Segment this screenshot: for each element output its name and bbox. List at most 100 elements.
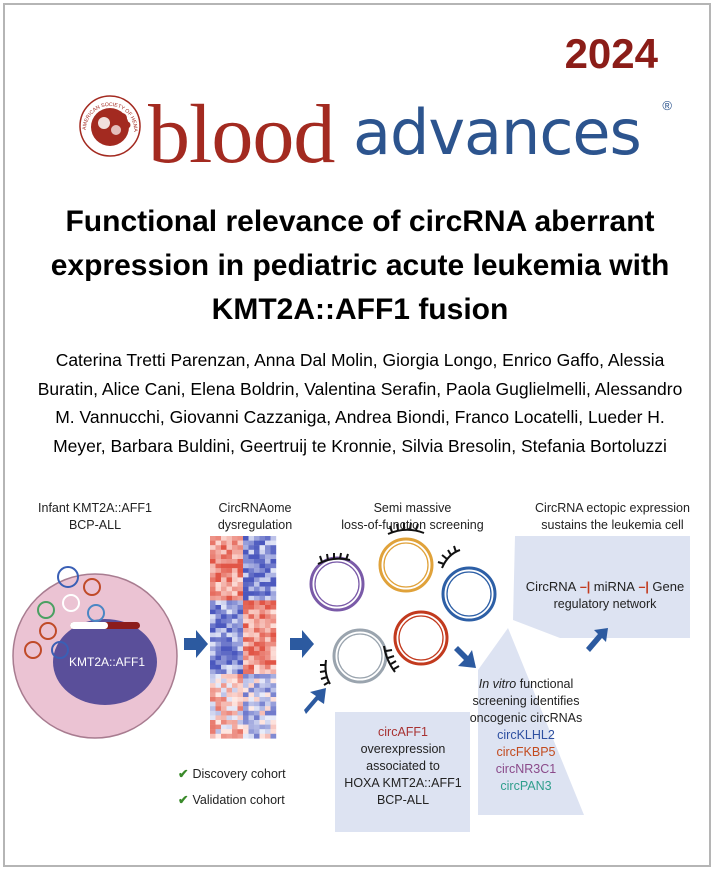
heatmap-cell bbox=[226, 715, 233, 721]
heatmap-cell bbox=[226, 632, 233, 638]
heatmap-cell bbox=[254, 586, 260, 592]
heatmap-cell bbox=[210, 632, 216, 638]
heatmap-cell bbox=[243, 692, 249, 698]
heatmap-cell bbox=[232, 724, 238, 730]
circrna-ring-grey bbox=[332, 628, 388, 684]
heatmap-cell bbox=[248, 595, 255, 601]
heatmap-cell bbox=[221, 706, 227, 711]
heatmap-cell bbox=[221, 674, 227, 679]
heatmap-cell bbox=[226, 600, 233, 606]
aff1-box-text: circAFF1 overexpression associated to HO… bbox=[337, 724, 469, 809]
heatmap-cell bbox=[237, 540, 244, 546]
aff1-line: associated to bbox=[366, 759, 440, 773]
heatmap-cell bbox=[243, 600, 249, 606]
heatmap-cell bbox=[248, 701, 255, 707]
heatmap-cell bbox=[226, 545, 233, 550]
aff1-line: overexpression bbox=[360, 742, 446, 756]
heatmap-cell bbox=[232, 545, 238, 550]
circrna-icon bbox=[83, 578, 101, 596]
heatmap-cell bbox=[243, 605, 249, 610]
heatmap-cell bbox=[226, 641, 233, 647]
heatmap-cell bbox=[259, 733, 266, 739]
heatmap-cell bbox=[226, 586, 233, 592]
heatmap-cell bbox=[265, 655, 271, 661]
heatmap-cell bbox=[221, 536, 227, 541]
circrna-icon bbox=[24, 641, 42, 659]
heatmap-cell bbox=[210, 655, 216, 661]
heatmap-cell bbox=[270, 637, 277, 642]
heatmap-cell bbox=[270, 724, 277, 730]
heatmap-cell bbox=[237, 651, 244, 656]
heatmap-cell bbox=[237, 674, 244, 679]
heatmap-cell bbox=[243, 655, 249, 661]
heatmap-cell bbox=[232, 623, 238, 629]
network-mirna: miRNA bbox=[593, 579, 635, 594]
heatmap-cell bbox=[232, 641, 238, 647]
heatmap-cell bbox=[221, 540, 227, 546]
heatmap-cell bbox=[254, 572, 260, 578]
heatmap-cell bbox=[259, 715, 266, 721]
heatmap-cell bbox=[237, 628, 244, 633]
heatmap-cell bbox=[259, 664, 266, 670]
heatmap-cell bbox=[259, 591, 266, 596]
heatmap-cell bbox=[265, 651, 271, 656]
heatmap-cell bbox=[226, 678, 233, 684]
heatmap-cell bbox=[254, 628, 260, 633]
heatmap-cell bbox=[254, 669, 260, 675]
heatmap-cell bbox=[221, 697, 227, 702]
heatmap-cell bbox=[221, 545, 227, 550]
heatmap-cell bbox=[270, 577, 277, 583]
heatmap-cell bbox=[232, 729, 238, 734]
heatmap-cell bbox=[237, 582, 244, 587]
heatmap-cell bbox=[237, 637, 244, 642]
heatmap-cell bbox=[254, 729, 260, 734]
heatmap-cell bbox=[215, 582, 222, 587]
heatmap-cell bbox=[265, 632, 271, 638]
heatmap-cell bbox=[221, 724, 227, 730]
heatmap-cell bbox=[226, 563, 233, 569]
heatmap-cell bbox=[248, 646, 255, 652]
heatmap-cell bbox=[270, 623, 277, 629]
heatmap-cell bbox=[232, 591, 238, 596]
circ-aff1-name: circAFF1 bbox=[378, 725, 428, 739]
heatmap-cell bbox=[210, 545, 216, 550]
heatmap-cell bbox=[248, 586, 255, 592]
heatmap-cell bbox=[248, 669, 255, 675]
heatmap-cell bbox=[248, 641, 255, 647]
heatmap-cell bbox=[270, 655, 277, 661]
heatmap-cell bbox=[259, 577, 266, 583]
heatmap-cell bbox=[259, 697, 266, 702]
heatmap-cell bbox=[226, 687, 233, 693]
heatmap-cell bbox=[248, 591, 255, 596]
invitro-rest: functional bbox=[516, 677, 574, 691]
heatmap-cell bbox=[221, 683, 227, 688]
heatmap-cell bbox=[270, 618, 277, 624]
heatmap-cell bbox=[259, 536, 266, 541]
heatmap-cell bbox=[254, 577, 260, 583]
logo-word-blood: blood bbox=[148, 88, 335, 181]
heatmap-cell bbox=[265, 600, 271, 606]
step3-line: loss-of-function screening bbox=[341, 518, 484, 532]
circrna-icon bbox=[39, 622, 57, 640]
heatmap-cell bbox=[248, 549, 255, 555]
heatmap-cell bbox=[265, 664, 271, 670]
heatmap-cell bbox=[237, 572, 244, 578]
heatmap-cell bbox=[226, 651, 233, 656]
heatmap-cell bbox=[265, 646, 271, 652]
ash-seal-icon: AMERICAN SOCIETY OF HEMATOLOGY bbox=[78, 94, 141, 157]
heatmap-cell bbox=[237, 545, 244, 550]
heatmap-cell bbox=[254, 609, 260, 615]
invitro-panel bbox=[478, 628, 584, 815]
heatmap-cell bbox=[215, 545, 222, 550]
circrna-ring-blue bbox=[441, 566, 497, 622]
step1-line: Infant KMT2A::AFF1 bbox=[38, 501, 152, 515]
paper-title: Functional relevance of circRNA aberrant… bbox=[30, 200, 690, 332]
heatmap-cell bbox=[265, 568, 271, 573]
heatmap-cell bbox=[210, 568, 216, 573]
heatmap-cell bbox=[221, 729, 227, 734]
heatmap-cell bbox=[237, 683, 244, 688]
heatmap-cell bbox=[254, 605, 260, 610]
heatmap-cell bbox=[248, 678, 255, 684]
heatmap-cell bbox=[259, 572, 266, 578]
heatmap-cell bbox=[237, 687, 244, 693]
